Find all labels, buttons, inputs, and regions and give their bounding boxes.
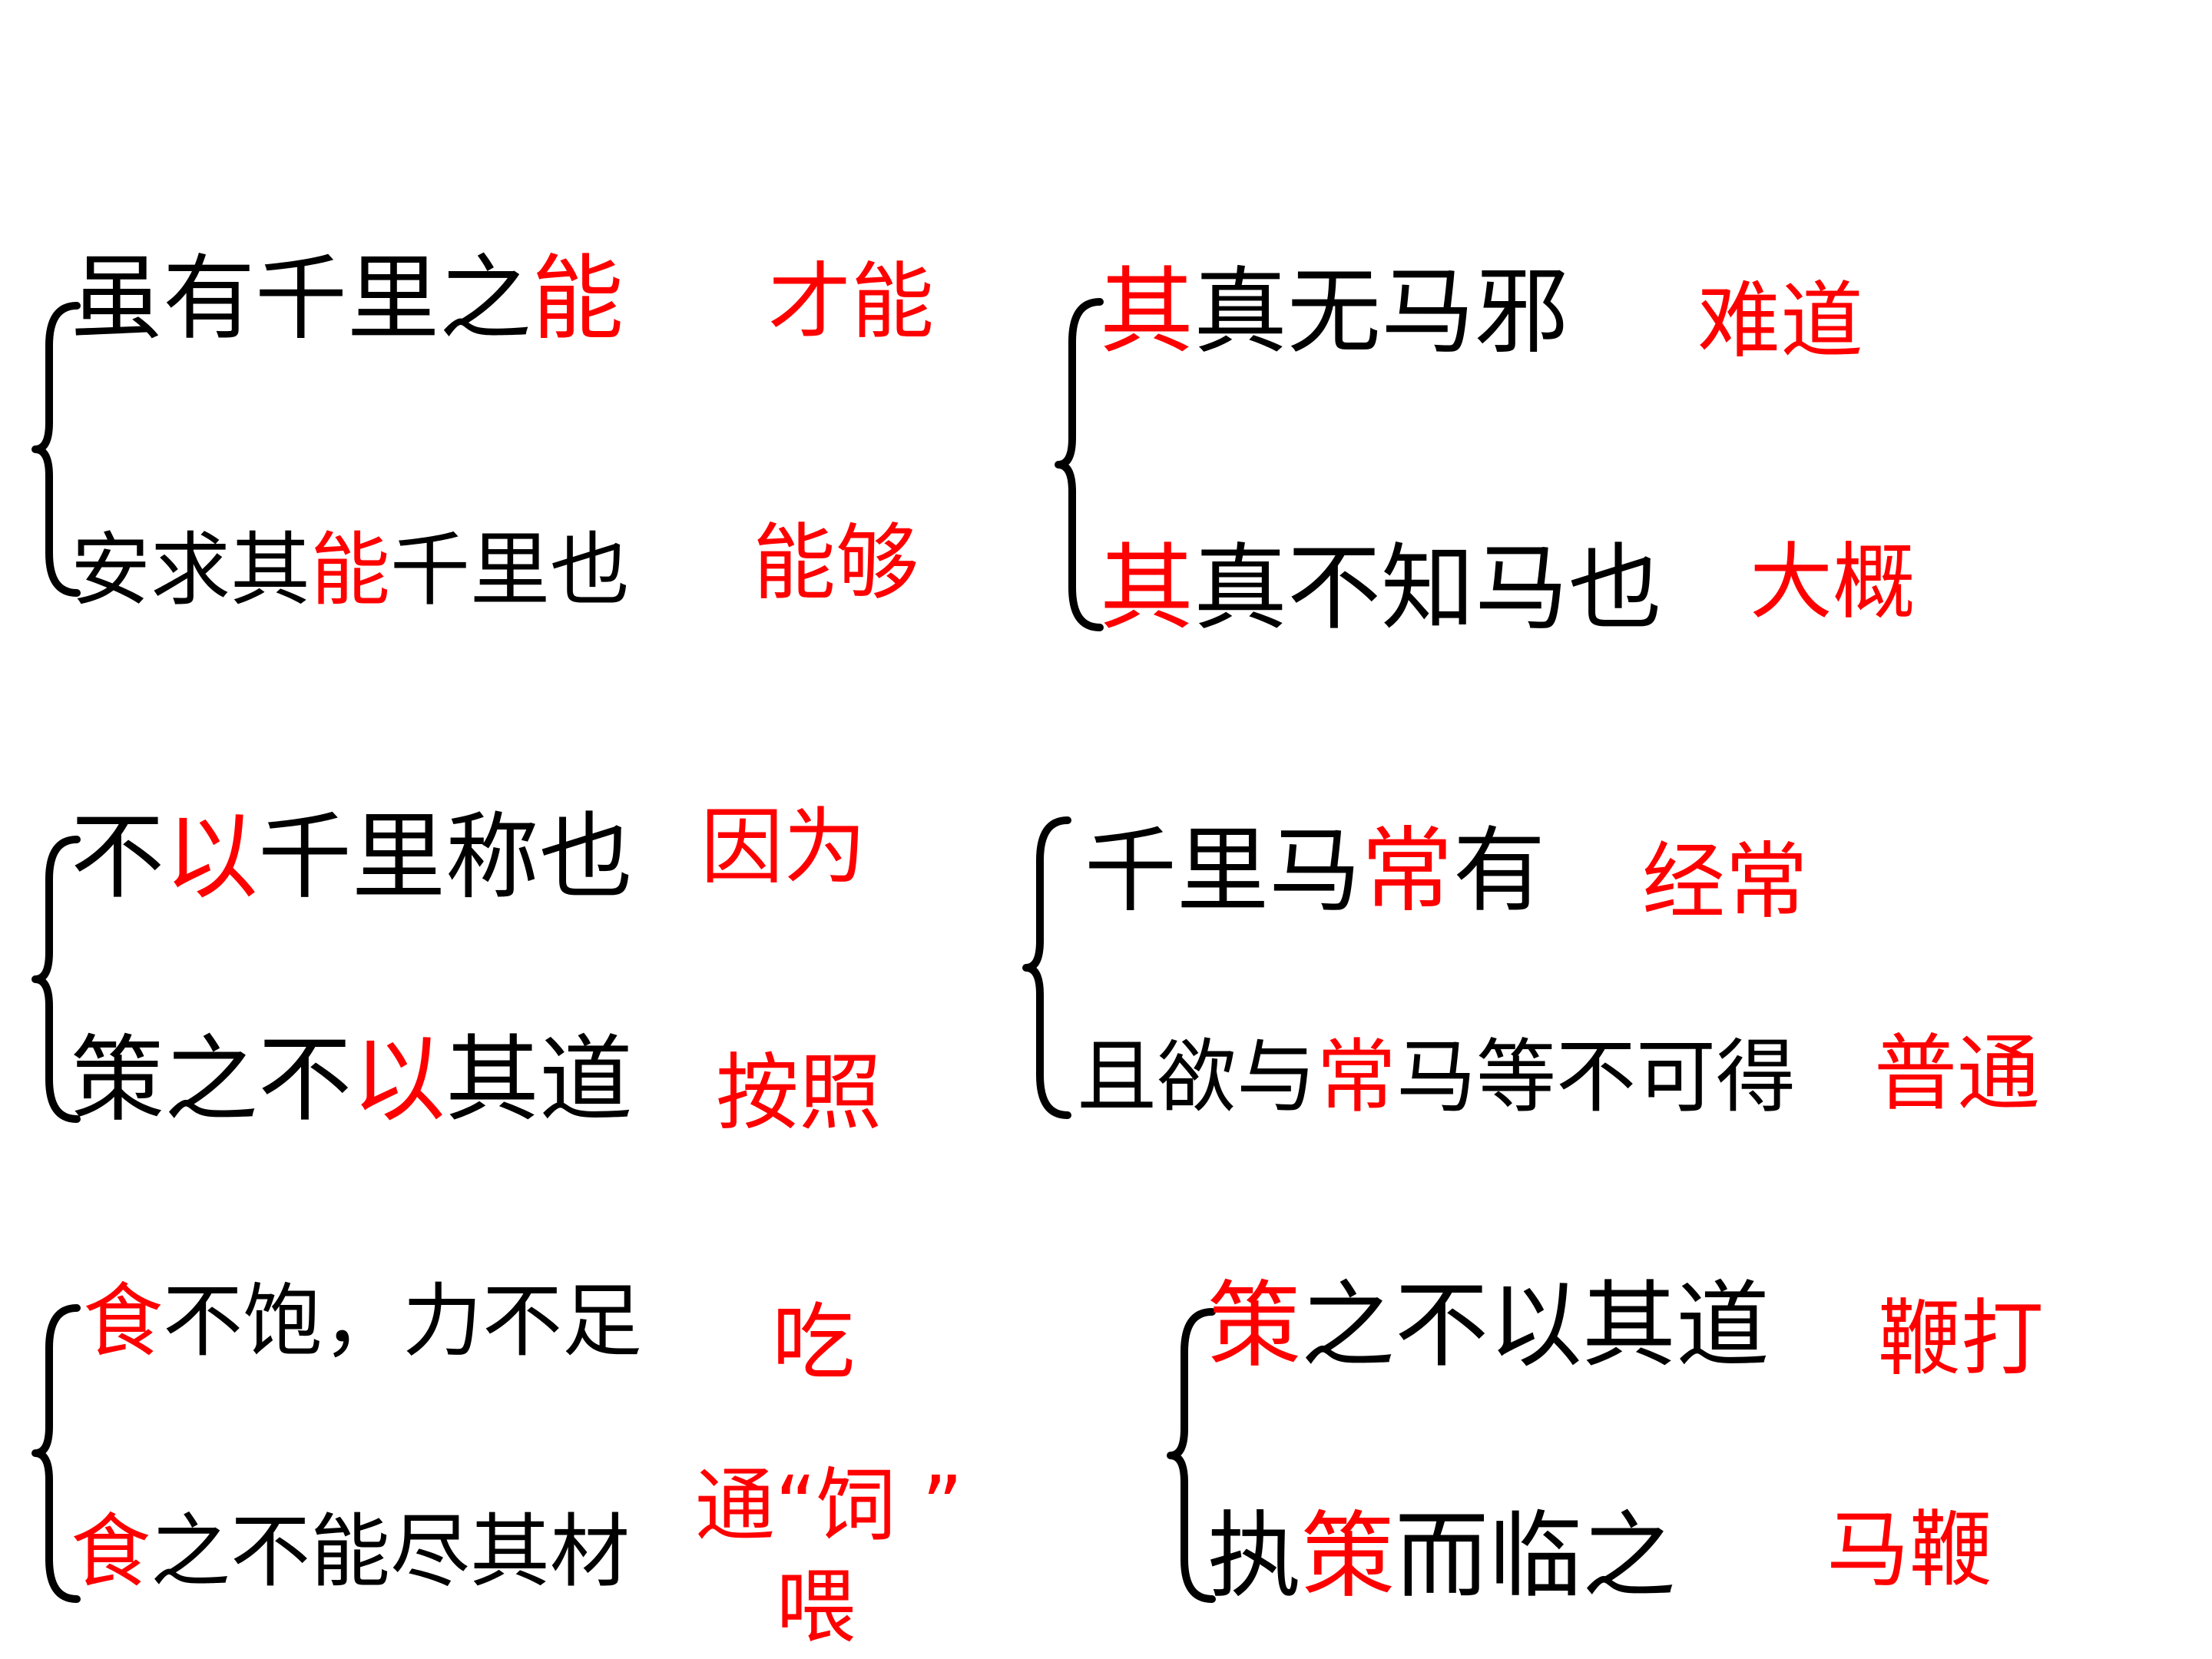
highlighted-word: 策 <box>1301 1502 1395 1611</box>
example-sentence: 且欲与常马等不可得 <box>1077 1037 1796 1117</box>
sentence-segment: 之不以其道 <box>1301 1271 1770 1380</box>
highlighted-word: 能 <box>531 246 624 353</box>
sentence-segment: 真无马邪 <box>1194 257 1568 366</box>
sentence-segment: 策之不 <box>71 1025 352 1134</box>
word-meaning: 大概 <box>1750 535 1916 631</box>
brace-bracket <box>1055 298 1104 631</box>
word-meaning: 通“饲 ” <box>695 1459 963 1552</box>
example-sentence: 其真无马邪 <box>1100 265 1568 359</box>
highlighted-word: 策 <box>1207 1271 1301 1380</box>
example-sentence: 策之不以其道 <box>71 1033 633 1127</box>
highlighted-word: 其 <box>1100 534 1194 643</box>
word-meaning-continued: 喂 <box>776 1560 856 1654</box>
sentence-segment: 安求其 <box>71 523 311 617</box>
word-meaning: 经常 <box>1642 834 1809 930</box>
sentence-segment: 有 <box>1453 818 1545 925</box>
highlighted-word: 其 <box>1100 257 1194 366</box>
sentence-segment: 不饱，力不足 <box>163 1274 643 1368</box>
word-meaning: 难道 <box>1697 273 1864 369</box>
sentence-segment: 真不知马也 <box>1194 534 1662 643</box>
highlighted-word: 食 <box>83 1274 164 1368</box>
brace-bracket <box>31 1304 81 1603</box>
highlighted-word: 能 <box>310 523 391 617</box>
highlighted-word: 食 <box>71 1505 151 1598</box>
sentence-segment: 千里也 <box>390 523 631 617</box>
sentence-segment: 且欲与 <box>1077 1030 1317 1124</box>
sentence-segment: 其道 <box>445 1025 633 1134</box>
sentence-segment: 马等不可得 <box>1396 1030 1796 1124</box>
highlighted-word: 常 <box>1361 818 1453 925</box>
sentence-segment: 不 <box>71 803 164 912</box>
word-meaning: 能够 <box>753 515 919 611</box>
word-meaning: 因为 <box>700 800 867 896</box>
sentence-segment: 而临之 <box>1395 1502 1676 1611</box>
word-meaning: 按照 <box>716 1045 882 1141</box>
sentence-segment: 千里称也 <box>258 803 633 912</box>
word-meaning: 马鞭 <box>1826 1502 1993 1598</box>
example-sentence: 虽有千里之能 <box>71 253 624 346</box>
sentence-segment: 之不能尽其材 <box>151 1505 631 1598</box>
example-sentence: 食之不能尽其材 <box>71 1512 630 1591</box>
brace-bracket <box>1022 816 1071 1119</box>
example-sentence: 千里马常有 <box>1084 826 1545 918</box>
word-meaning: 普通 <box>1874 1026 2041 1122</box>
highlighted-word: 常 <box>1316 1030 1397 1124</box>
sentence-segment: 虽有千里之 <box>71 246 531 353</box>
example-sentence: 安求其能千里也 <box>71 530 630 610</box>
example-sentence: 其真不知马也 <box>1100 541 1662 635</box>
example-sentence: 食不饱，力不足 <box>83 1281 642 1361</box>
example-sentence: 执策而临之 <box>1207 1509 1676 1603</box>
sentence-segment: 执 <box>1207 1502 1301 1611</box>
example-sentence: 不以千里称也 <box>71 810 633 904</box>
word-meaning: 鞭打 <box>1878 1291 2045 1387</box>
sentence-segment: 千里马 <box>1084 818 1361 925</box>
highlighted-word: 以 <box>352 1025 445 1134</box>
brace-bracket <box>31 836 81 1123</box>
brace-bracket <box>31 302 81 597</box>
example-sentence: 策之不以其道 <box>1207 1279 1770 1373</box>
highlighted-word: 以 <box>164 803 258 912</box>
brace-bracket <box>1167 1308 1216 1603</box>
word-meaning: 吃 <box>772 1295 856 1391</box>
word-meaning: 才能 <box>768 254 935 350</box>
